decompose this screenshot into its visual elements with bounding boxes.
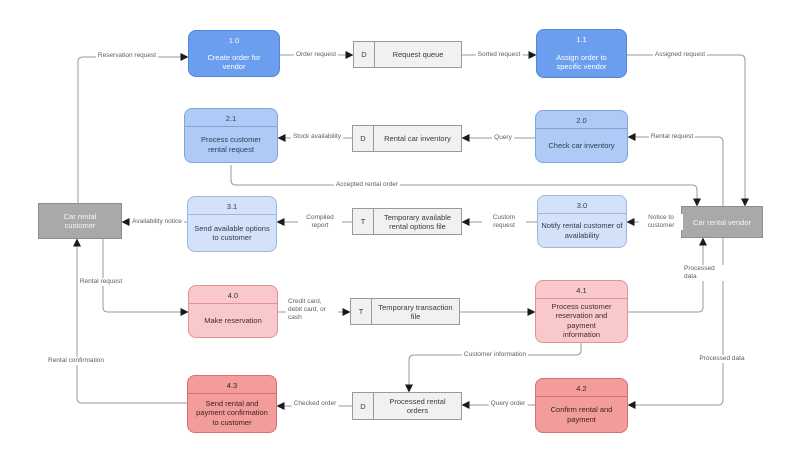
process-process-reservation-payment[interactable]: 4.1 Process customer reservation and pay… [535,280,628,343]
process-label: Process customer reservation and payment… [551,301,612,340]
flow-label-processed-data-in: Processed data [682,265,728,281]
flow-label-query-order: Query order [488,400,528,408]
flow-label-payment-method: Credit card, debit card, or cash [286,298,338,322]
flow-line-rental-confirmation [73,238,187,404]
process-number: 1.1 [576,35,587,44]
flow-line-rental-request-vendor [627,133,724,206]
flow-label-query: Query [492,134,514,142]
flow-label-processed-data-out: Processed data [697,355,747,363]
datastore-label: Rental car inventory [384,134,451,143]
flow-label-rental-request-vendor: Rental request [648,133,696,141]
flow-label-customer-information: Customer information [461,351,529,359]
datastore-type: T [351,299,372,324]
process-number: 4.3 [188,376,276,394]
flow-label-rental-request-customer: Rental request [77,278,125,286]
process-send-available-options[interactable]: 3.1 Send available options to customer [187,196,277,252]
process-label: Check car inventory [548,140,615,150]
process-assign-order-to-vendor[interactable]: 1.1 Assign order to specific vendor [536,29,627,78]
flow-line-processed-data-out [627,238,724,409]
process-make-reservation[interactable]: 4.0 Make reservation [188,285,278,338]
flow-label-accepted-rental-order: Accepted rental order [333,181,401,189]
datastore-label: Request queue [392,50,444,59]
flow-label-checked-order: Checked order [291,400,339,408]
flow-label-reservation-request: Reservation request [95,52,159,60]
process-number: 3.1 [188,197,276,215]
flow-line-accepted-rental-order [230,165,701,207]
process-confirm-rental-and-payment[interactable]: 4.2 Confirm rental and payment [535,378,628,433]
process-label: Create order for vendor [207,52,261,72]
process-label: Assign order to specific vendor [556,52,607,72]
flow-line-processed-data-in [628,237,707,313]
process-send-rental-payment-confirmation[interactable]: 4.3 Send rental and payment confirmation… [187,375,277,433]
datastore-type: T [353,209,374,234]
process-number: 4.2 [536,379,627,397]
process-number: 3.0 [538,196,626,214]
datastore-type: D [353,126,374,151]
process-label: Process customer rental request [200,135,262,154]
flow-label-availability-notice: Availability notice [130,218,184,226]
process-number: 2.0 [536,111,627,129]
process-number: 4.0 [189,286,277,304]
datastore-label: Processed rental orders [389,397,446,415]
entity-car-rental-vendor[interactable]: Car rental vendor [681,206,763,238]
flow-label-order-request: Order request [293,51,339,59]
datastore-type: D [354,42,375,67]
process-label: Send rental and payment confirmation to … [196,398,268,427]
process-create-order-for-vendor[interactable]: 1.0 Create order for vendor [188,30,280,77]
datastore-request-queue[interactable]: D Request queue [353,41,462,68]
process-number: 4.1 [536,281,627,299]
datastore-temporary-transaction-file[interactable]: T Temporary transaction file [350,298,460,325]
process-label: Notify rental customer of availability [541,221,623,240]
process-label: Confirm rental and payment [550,405,613,424]
flow-label-custom-request: Custom request [482,214,526,230]
flow-label-stock-availability: Stock availability [290,133,344,141]
entity-label: Car rental vendor [693,217,751,227]
process-label: Make reservation [204,315,262,325]
datastore-processed-rental-orders[interactable]: D Processed rental orders [352,392,462,420]
flow-line-assigned-request [627,54,749,207]
datastore-label: Temporary available rental options file [383,212,452,231]
process-notify-rental-customer[interactable]: 3.0 Notify rental customer of availabili… [537,195,627,248]
flow-line-rental-request-customer [102,239,189,316]
datastore-rental-car-inventory[interactable]: D Rental car inventory [352,125,462,152]
process-number: 2.1 [185,109,277,127]
datastore-temporary-rental-options-file[interactable]: T Temporary available rental options fil… [352,208,462,235]
process-number: 1.0 [228,36,240,45]
flow-label-sorted-request: Sorted request [475,51,523,59]
datastore-label: Temporary transaction file [378,302,453,321]
flow-label-assigned-request: Assigned request [652,51,708,59]
flow-label-notice-to-customer: Notice to customer [639,214,683,230]
process-check-car-inventory[interactable]: 2.0 Check car inventory [535,110,628,163]
entity-label: Car rental customer [63,212,97,230]
process-process-customer-rental-request[interactable]: 2.1 Process customer rental request [184,108,278,163]
flow-label-rental-confirmation: Rental confirmation [46,357,106,365]
datastore-type: D [353,393,374,419]
flow-label-compiled-report: Compiled report [298,214,342,230]
process-label: Send available options to customer [194,223,270,243]
entity-car-rental-customer[interactable]: Car rental customer [38,203,122,239]
flow-line-reservation-request [77,53,189,203]
